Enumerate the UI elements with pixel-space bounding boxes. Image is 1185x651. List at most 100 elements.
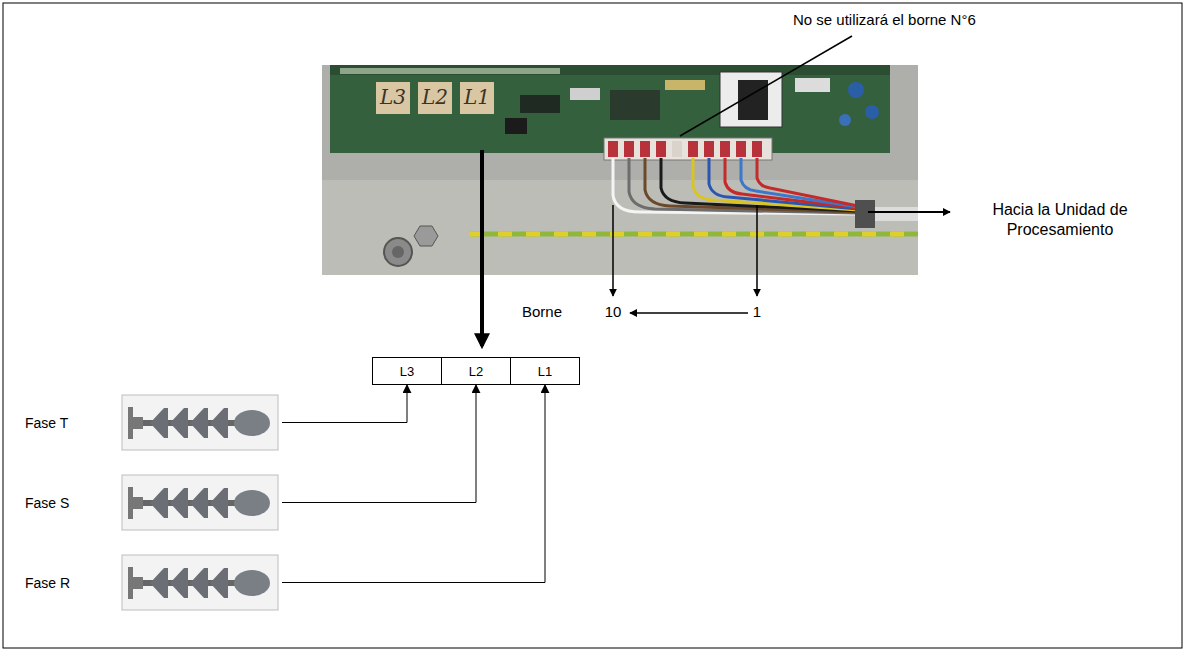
insulator-picture-part (170, 568, 188, 598)
insulator-picture-part (133, 497, 143, 509)
board-photo-part (520, 95, 560, 113)
wires-part (645, 158, 858, 212)
bolts-part (384, 238, 412, 266)
board-photo-part (624, 141, 634, 157)
pointer-arrow (612, 205, 614, 296)
wires (613, 158, 858, 214)
insulator-picture-part (122, 395, 278, 450)
board-photo-part (604, 138, 772, 160)
insulator-picture-part (190, 408, 208, 438)
insulator-picture-part (150, 488, 168, 518)
node-text: L2 (469, 364, 483, 379)
note-text: No se utilizará el borne N°6 (793, 11, 976, 30)
phase-insulator: Fase T (20, 395, 282, 450)
board-photo-part (656, 141, 666, 157)
bolts-part (414, 226, 438, 246)
phase-terminal-box: L1 (510, 357, 580, 385)
insulator-picture-part (210, 408, 228, 438)
cable-gland (855, 200, 918, 228)
bolts (384, 226, 438, 266)
insulator-picture-part (190, 488, 208, 518)
node-text: L3 (400, 364, 414, 379)
phase-insulator: Fase S (20, 475, 282, 530)
insulator-picture (122, 555, 278, 610)
board-photo-part (720, 141, 730, 157)
insulator-picture-part (133, 417, 143, 429)
insulator-picture-part (150, 568, 168, 598)
board-photo-part (330, 65, 890, 75)
ground-wire-part (470, 232, 918, 237)
board-photo-part (322, 65, 918, 275)
node-text: Fase R (25, 575, 70, 591)
terminal-number: 10 (604, 303, 622, 322)
wires-part (741, 158, 858, 207)
phase-wire (282, 385, 407, 423)
direction-arrow (630, 312, 748, 314)
insulator-picture-part (170, 488, 188, 518)
cable-gland-part (875, 207, 918, 221)
board-photo-part (688, 141, 698, 157)
insulator-picture-part (150, 408, 168, 438)
phase-terminal-box: L3 (372, 357, 442, 385)
pointer-arrow (868, 211, 950, 213)
wires-part (629, 158, 858, 213)
phase-insulator: Fase R (20, 555, 282, 610)
board-photo-part (848, 82, 864, 98)
board-photo-part (672, 141, 682, 157)
handwritten-label: L1 (460, 85, 494, 110)
board-photo-part (865, 105, 879, 119)
board-photo-part (795, 78, 830, 92)
phase-terminal-box: L2 (441, 357, 511, 385)
insulator-picture-part (128, 567, 133, 599)
handwritten-label: L3 (376, 85, 410, 110)
insulator-picture-part (210, 488, 228, 518)
node-text: L1 (538, 364, 552, 379)
insulator-picture-part (210, 568, 228, 598)
ground-wire-part (470, 232, 918, 237)
insulator-picture-part (190, 568, 208, 598)
insulator-picture-part (128, 407, 133, 439)
pointer-arrow (480, 150, 484, 346)
board-photo-part (736, 141, 746, 157)
phase-wire (282, 385, 476, 503)
board-photo-part (376, 82, 410, 114)
insulator-picture-part (234, 490, 270, 516)
board-photo-part (704, 141, 714, 157)
wires-part (725, 158, 858, 208)
board-photo-part (610, 90, 660, 120)
board-photo (322, 65, 918, 275)
insulator-picture (122, 395, 278, 450)
insulator-picture-part (122, 555, 278, 610)
wires-part (613, 158, 858, 214)
board-photo-part (665, 80, 705, 90)
handwritten-label: L2 (418, 85, 452, 110)
page-frame (3, 3, 1182, 648)
destination-note: Hacia la Unidad de Procesamiento (975, 200, 1145, 240)
board-photo-part (570, 88, 600, 100)
board-photo-part (505, 118, 527, 134)
board-photo-part (752, 141, 762, 157)
node-text: Fase T (25, 415, 68, 431)
bolts-part (392, 246, 404, 258)
phase-wire (282, 385, 545, 583)
board-photo-part (322, 180, 918, 275)
insulator-picture-part (128, 487, 133, 519)
ground-wire (470, 234, 918, 235)
insulator-picture-part (170, 408, 188, 438)
insulator-picture-part (133, 577, 143, 589)
leader-line (680, 36, 852, 136)
board-photo-part (839, 114, 851, 126)
node-text: Fase S (25, 495, 69, 511)
pointer-arrow (756, 205, 758, 296)
wires-part (709, 158, 858, 209)
wires-part (661, 158, 858, 211)
cable-gland-part (855, 200, 875, 228)
terminal-label: Borne (522, 303, 562, 322)
wires-part (757, 158, 858, 206)
board-photo-part (640, 141, 650, 157)
terminal-number: 1 (751, 303, 763, 322)
insulator-picture-part (234, 410, 270, 436)
